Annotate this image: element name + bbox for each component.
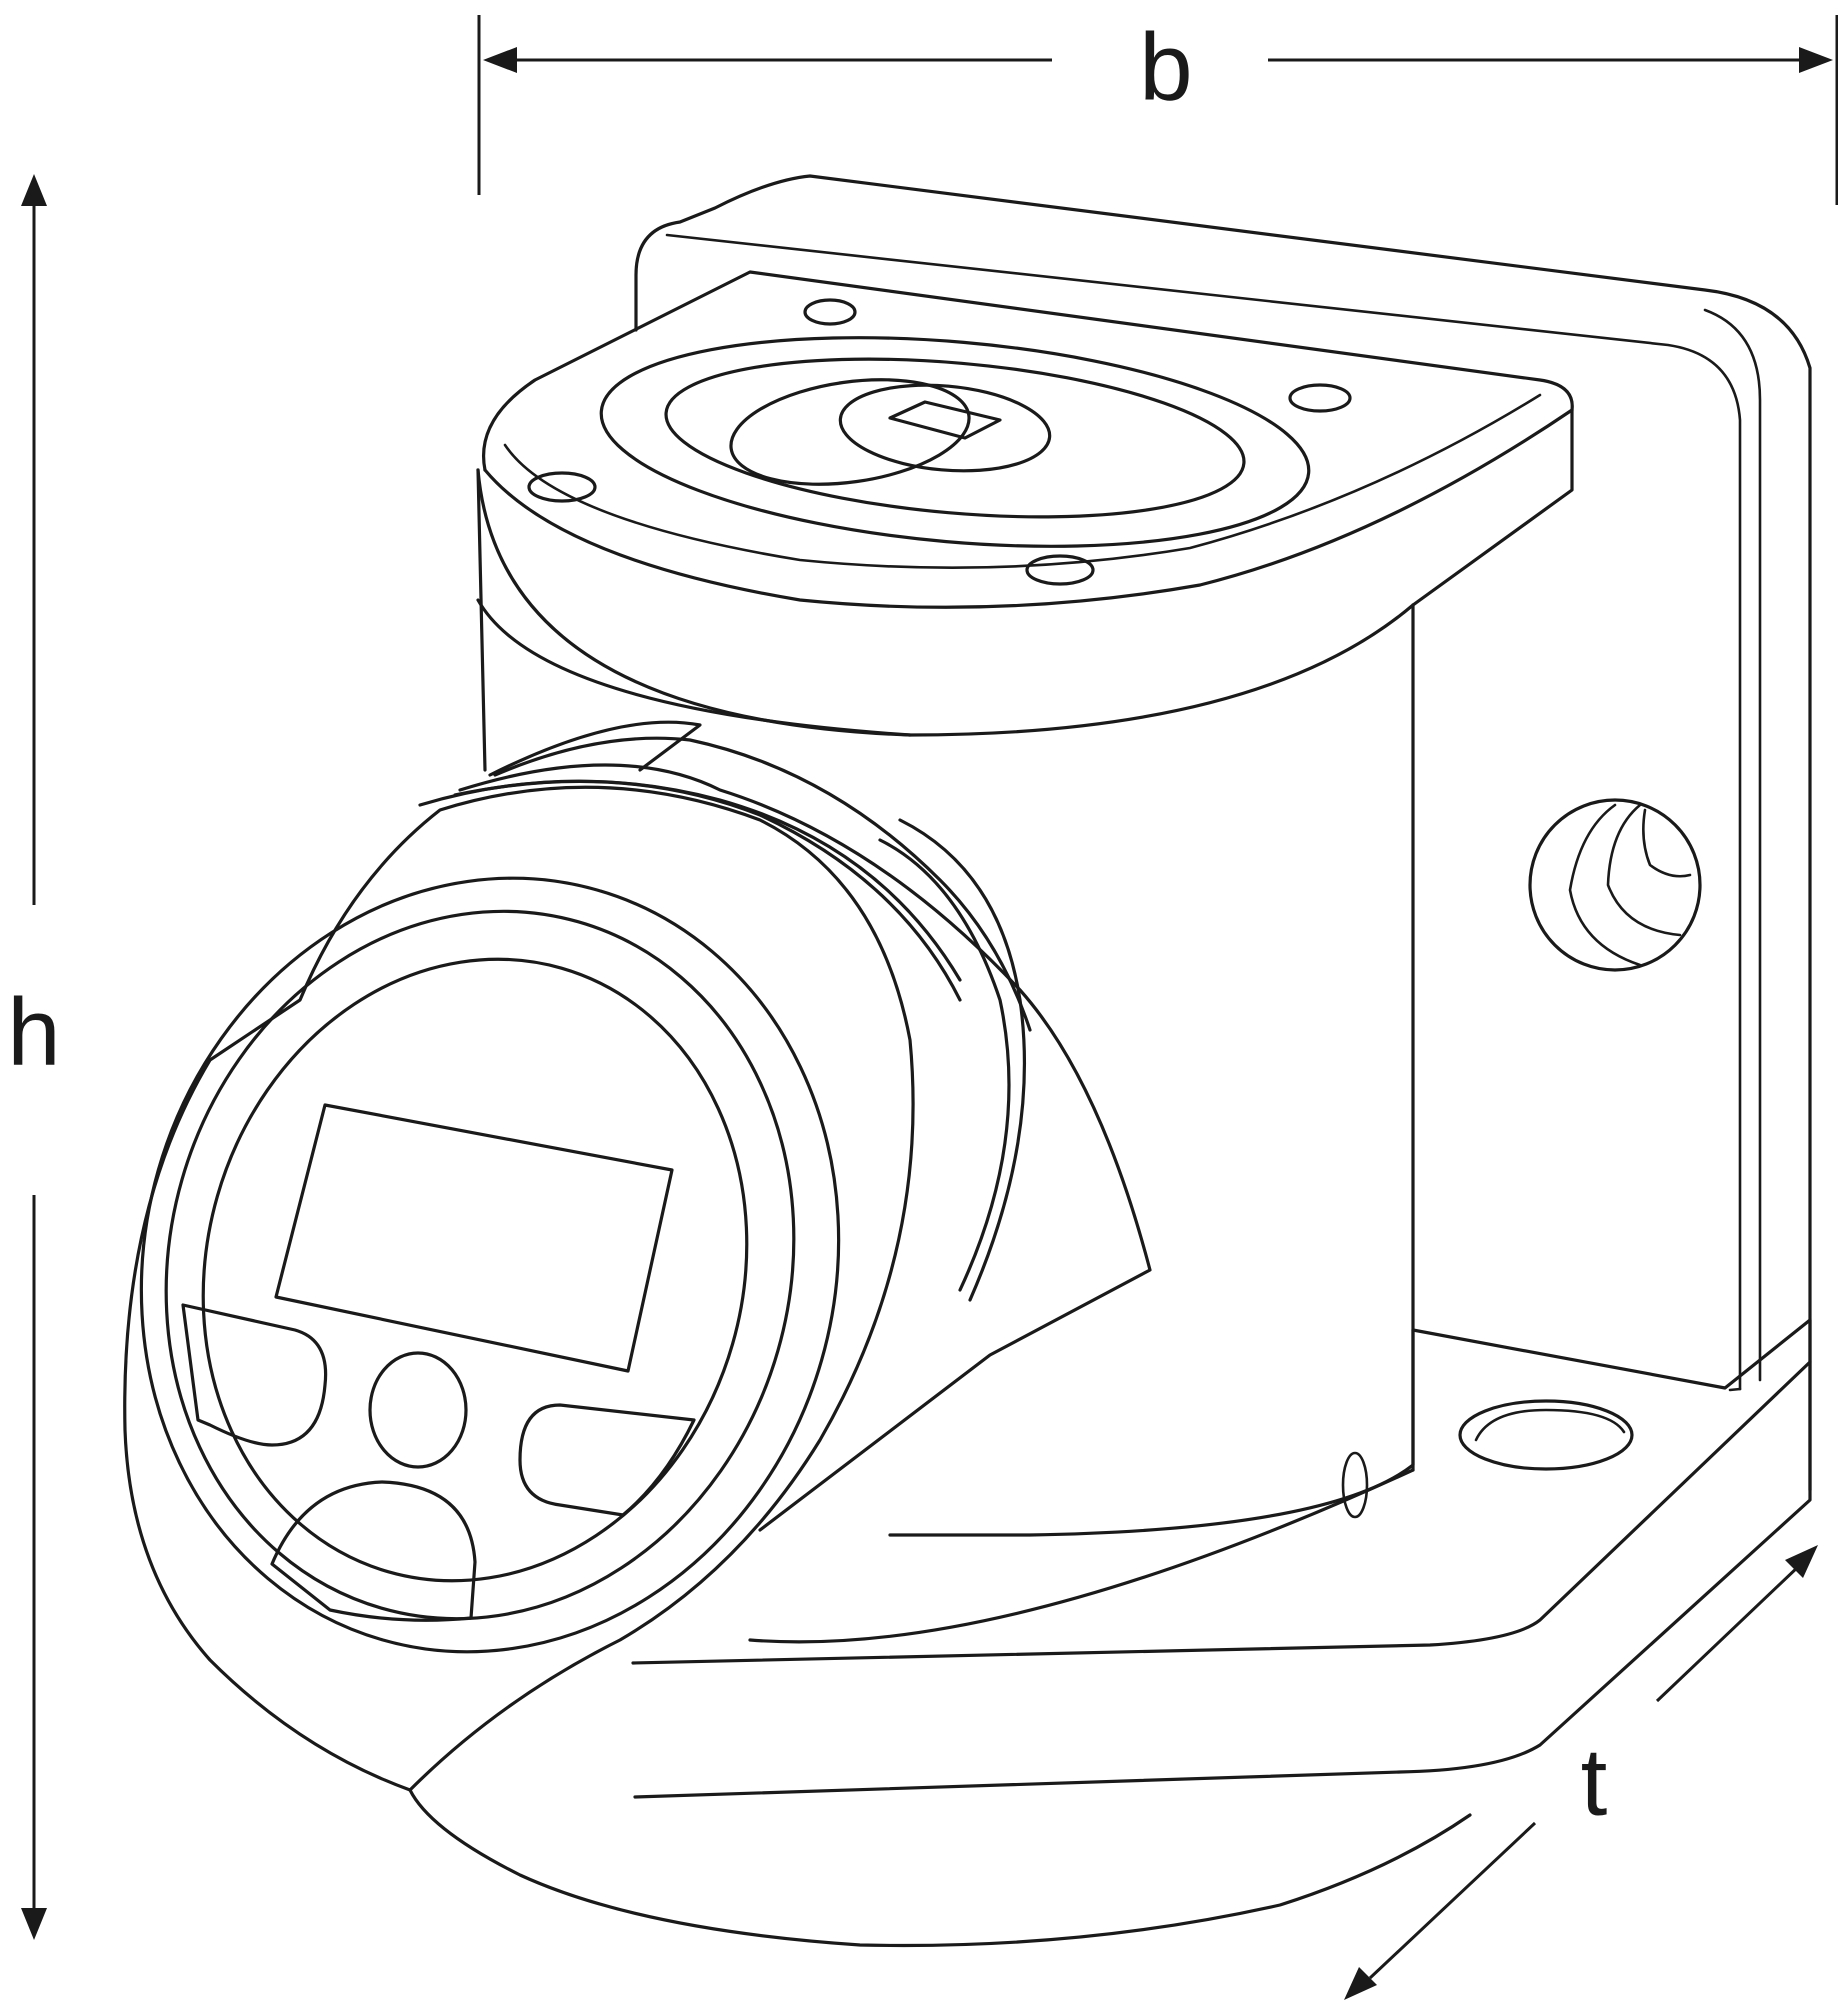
square-drive-icon <box>888 400 1002 440</box>
right-button[interactable] <box>518 1403 696 1517</box>
base-plate <box>408 1318 1812 1948</box>
dimension-label-t: t <box>1581 1729 1608 1836</box>
arrow-up-right-icon <box>1785 1545 1818 1578</box>
display-head <box>123 720 1152 1792</box>
dimension-line-t-lower <box>1368 1821 1537 1980</box>
dimension-label-b: b <box>1139 14 1192 121</box>
arrow-down-left-icon <box>1344 1967 1377 2000</box>
lcd-screen <box>274 1103 674 1373</box>
dimension-h: h <box>7 174 61 1940</box>
bottom-button[interactable] <box>270 1480 477 1622</box>
flange-bolt-hole-left <box>729 378 971 486</box>
flange-bolt-hole-left-front <box>527 471 597 503</box>
back-plate <box>634 174 1812 1492</box>
arrow-down-icon <box>21 1908 47 1940</box>
dimension-line-t-upper <box>1655 1563 1802 1703</box>
flange-bolt-hole-front <box>1025 554 1095 586</box>
display-head-outer-shell <box>123 785 915 1792</box>
display-bezel-outer <box>139 876 841 1654</box>
arrow-left-icon <box>483 47 517 73</box>
dimension-label-h: h <box>7 979 60 1086</box>
arrow-up-icon <box>21 174 47 206</box>
flange-bolt-hole-right <box>1288 383 1352 413</box>
left-button[interactable] <box>181 1303 328 1447</box>
center-button[interactable] <box>368 1351 468 1469</box>
rotor-outer-ring <box>599 336 1311 548</box>
side-port-outer <box>1528 798 1702 972</box>
dimension-t: t <box>1344 1545 1818 2000</box>
body-screw-hole <box>1341 1451 1369 1519</box>
arrow-right-icon <box>1799 47 1833 73</box>
top-flange <box>482 270 1574 609</box>
dimension-b: b <box>477 14 1838 205</box>
square-drive-boss <box>838 383 1052 473</box>
cylinder-body <box>476 468 1415 1644</box>
display-face <box>201 957 749 1583</box>
display-bezel-inner <box>164 909 796 1621</box>
base-mounting-hole <box>1458 1399 1634 1471</box>
side-port <box>1528 798 1702 972</box>
flange-bolt-hole-top <box>803 298 857 326</box>
rotor-inner-ring <box>664 357 1246 519</box>
